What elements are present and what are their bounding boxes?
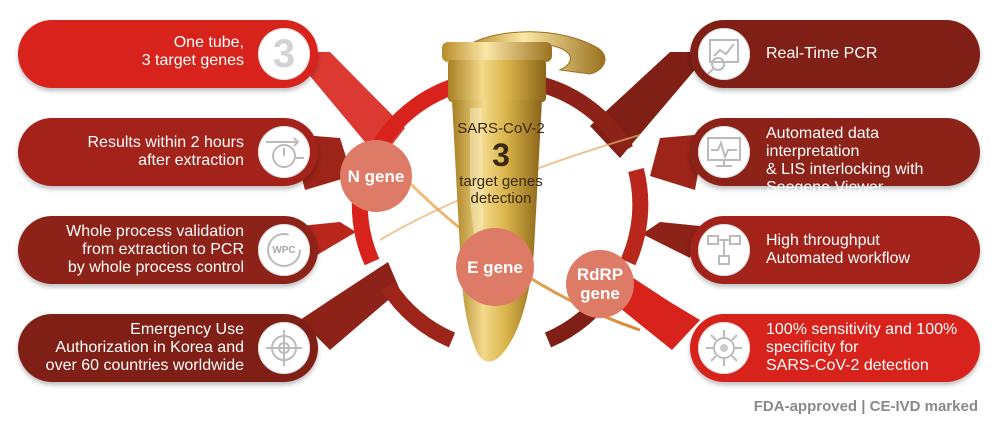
feature-text-line: SARS-CoV-2 detection xyxy=(766,357,929,374)
feature-text-line: Results within 2 hours xyxy=(87,134,244,151)
target-crosshair-icon xyxy=(258,322,310,374)
feature-text-line: after extraction xyxy=(138,152,244,169)
feature-text-line: One tube, xyxy=(173,34,244,51)
feature-text-line: Seegene Viewer xyxy=(766,179,884,196)
feature-pill-left-4: Emergency Use Authorization in Korea and… xyxy=(18,314,318,382)
rdrp-gene-label-line2: gene xyxy=(580,284,620,303)
stopwatch-arrows-icon xyxy=(258,126,310,178)
number-3-icon: 3 xyxy=(258,28,310,80)
feature-pill-right-2: Automated data interpretation & LIS inte… xyxy=(690,118,980,196)
feature-pill-right-3: High throughput Automated workflow xyxy=(690,216,980,284)
connector-right-3 xyxy=(642,222,700,258)
feature-text-line: by whole process control xyxy=(67,259,244,276)
tube-label-line4: detection xyxy=(470,190,532,207)
connector-left-4 xyxy=(300,262,400,350)
wpc-cycle-icon: WPC xyxy=(258,224,310,276)
feature-pill-left-3: Whole process validation from extraction… xyxy=(18,216,318,284)
monitor-waveform-icon xyxy=(698,126,750,178)
feature-text-line: Real-Time PCR xyxy=(766,45,878,62)
tube-label: SARS-CoV-2 3 target genes detection xyxy=(436,120,566,207)
n-gene-circle: N gene xyxy=(340,140,412,212)
feature-text-line: 100% sensitivity and 100% xyxy=(766,321,958,338)
feature-text-line: Automated workflow xyxy=(766,250,911,267)
tube-label-line3: target genes xyxy=(459,173,543,190)
rdrp-gene-label-line1: RdRP xyxy=(576,265,624,284)
chart-magnifier-icon xyxy=(698,28,750,80)
rdrp-gene-circle: RdRP gene xyxy=(566,250,634,318)
feature-text-line: High throughput xyxy=(766,232,880,249)
feature-text-line: Emergency Use xyxy=(130,321,244,338)
feature-pill-left-1: One tube, 3 target genes 3 xyxy=(18,20,318,88)
feature-text-line: Whole process validation xyxy=(66,223,244,240)
feature-text-line: Automated data interpretation xyxy=(766,125,879,160)
virus-icon xyxy=(698,322,750,374)
feature-text-line: from extraction to PCR xyxy=(82,241,244,258)
certification-footer: FDA-approved | CE-IVD marked xyxy=(753,398,978,415)
feature-pill-left-2: Results within 2 hours after extraction xyxy=(18,118,318,186)
feature-text-line: Authorization in Korea and xyxy=(55,339,244,356)
connector-left-1 xyxy=(290,52,405,160)
feature-pill-right-4: 100% sensitivity and 100% specificity fo… xyxy=(690,314,980,382)
n-gene-label: N gene xyxy=(347,166,405,186)
feature-pill-right-1: Real-Time PCR xyxy=(690,20,980,88)
tube-label-line1: SARS-CoV-2 xyxy=(457,120,545,137)
e-gene-circle: E gene xyxy=(456,228,534,306)
feature-text-line: specificity for xyxy=(766,339,859,356)
e-gene-label: E gene xyxy=(467,257,523,277)
feature-text-line: 3 target genes xyxy=(141,52,244,69)
feature-text-line: & LIS interlocking with xyxy=(766,161,924,178)
tube-label-number: 3 xyxy=(492,137,510,173)
workflow-network-icon xyxy=(698,224,750,276)
feature-text-line: over 60 countries worldwide xyxy=(45,357,244,374)
